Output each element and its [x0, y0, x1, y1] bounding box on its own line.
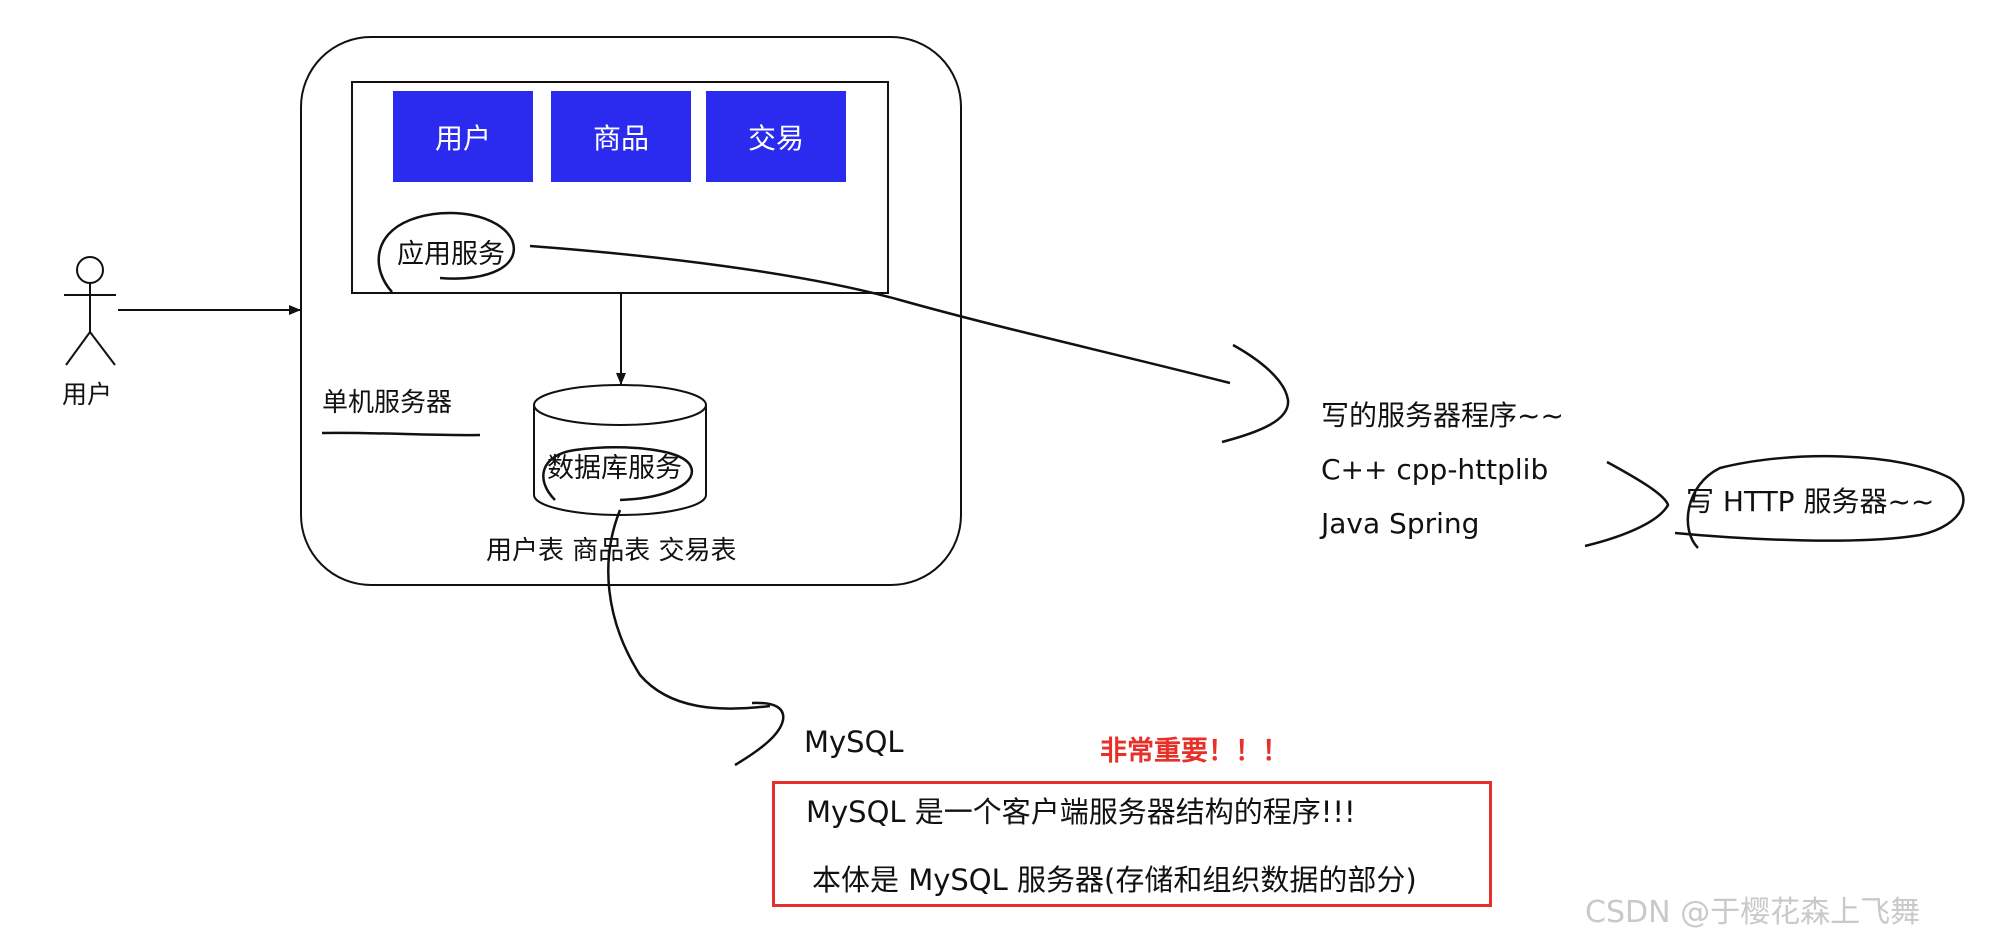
- mysql-label: MySQL: [804, 725, 904, 759]
- db-to-mysql-curve: [607, 509, 771, 710]
- standalone-server-box: [300, 36, 962, 586]
- server-program-line: Java Spring: [1321, 507, 1480, 540]
- app-service-circle-mark: [377, 211, 515, 293]
- mysql-note-box: [772, 781, 1492, 907]
- database-cylinder-icon: [533, 384, 707, 516]
- module-product: 商品: [551, 91, 691, 182]
- user-stick-figure-icon: [64, 256, 116, 366]
- user-actor-label: 用户: [62, 380, 113, 409]
- server-label-underline: [321, 431, 481, 437]
- app-to-program-curve: [529, 244, 1231, 385]
- important-label: 非常重要！！！: [1100, 736, 1289, 767]
- program-brace-mark: [1221, 343, 1290, 444]
- csdn-watermark: CSDN @于樱花森上飞舞: [1585, 895, 1921, 930]
- server-label: 单机服务器: [322, 388, 453, 418]
- http-server-label: 写 HTTP 服务器~~: [1686, 485, 1935, 518]
- db-service-label: 数据库服务: [547, 453, 682, 484]
- module-transaction: 交易: [706, 91, 846, 182]
- mysql-note-line: MySQL 是一个客户端服务器结构的程序!!!: [806, 795, 1356, 829]
- mysql-brace-mark: [734, 701, 785, 767]
- db-tables-label: 用户表 商品表 交易表: [486, 536, 737, 566]
- server-program-line: C++ cpp-httplib: [1321, 453, 1549, 486]
- http-brace-mark: [1584, 460, 1670, 548]
- module-user: 用户: [393, 91, 533, 182]
- server-program-line: 写的服务器程序~~: [1321, 399, 1564, 432]
- http-oval-mark: [1674, 454, 1965, 549]
- db-service-circle-mark: [542, 446, 693, 502]
- app-service-label: 应用服务: [397, 239, 505, 270]
- mysql-note-line: 本体是 MySQL 服务器(存储和组织数据的部分): [812, 863, 1417, 897]
